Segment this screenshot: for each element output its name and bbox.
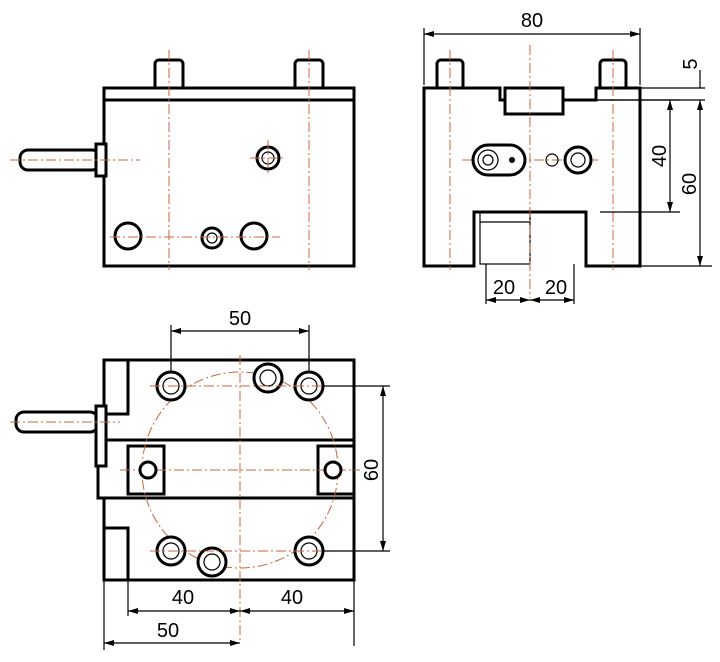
dim-20-left-label: 20	[493, 277, 515, 299]
top-pin-bottom	[196, 546, 228, 578]
side-screw-icon	[563, 145, 593, 175]
top-notch-upper	[104, 358, 130, 416]
dim-40-right-label: 40	[281, 587, 303, 609]
side-boss-left-dot	[509, 157, 515, 163]
side-screw-inner-icon	[570, 152, 586, 168]
top-clamp-screw-right	[323, 460, 343, 480]
top-view: 50 60 40 40 50	[10, 308, 390, 650]
side-view: 80 5 40 60 20 20	[422, 10, 712, 304]
front-hole-2-inner	[206, 232, 218, 244]
front-hole-1	[113, 221, 143, 251]
side-boss-left-ring	[477, 149, 499, 171]
dim-40-bottom-arrows	[128, 608, 354, 614]
front-body	[102, 86, 356, 268]
front-view	[10, 50, 356, 270]
top-notch-lower	[104, 526, 130, 580]
front-hole-3	[239, 221, 269, 251]
side-clamp-block	[503, 86, 565, 116]
side-small-hole	[545, 153, 559, 167]
side-slot-block	[479, 211, 531, 265]
dim-50-top-label: 50	[229, 308, 251, 330]
top-clamp-screw-left	[138, 460, 158, 480]
front-hole-2	[200, 226, 224, 250]
top-shaft-collar	[94, 404, 108, 468]
top-pin-bottom-inner	[203, 553, 221, 571]
dim-5-label: 5	[680, 58, 702, 69]
dim-50-bottom-label: 50	[157, 620, 179, 642]
dim-60-top-label: 60	[361, 459, 383, 481]
dim-60-side-label: 60	[679, 173, 701, 195]
side-boss-left	[471, 143, 527, 177]
dim-20-right-label: 20	[545, 277, 567, 299]
dim-40-left-label: 40	[172, 587, 194, 609]
dim-20-arrows	[486, 297, 574, 303]
top-screw-icon	[252, 362, 284, 394]
side-boss-left-core	[482, 154, 494, 166]
dim-80-label: 80	[521, 10, 543, 32]
dim-40-label: 40	[649, 145, 671, 167]
